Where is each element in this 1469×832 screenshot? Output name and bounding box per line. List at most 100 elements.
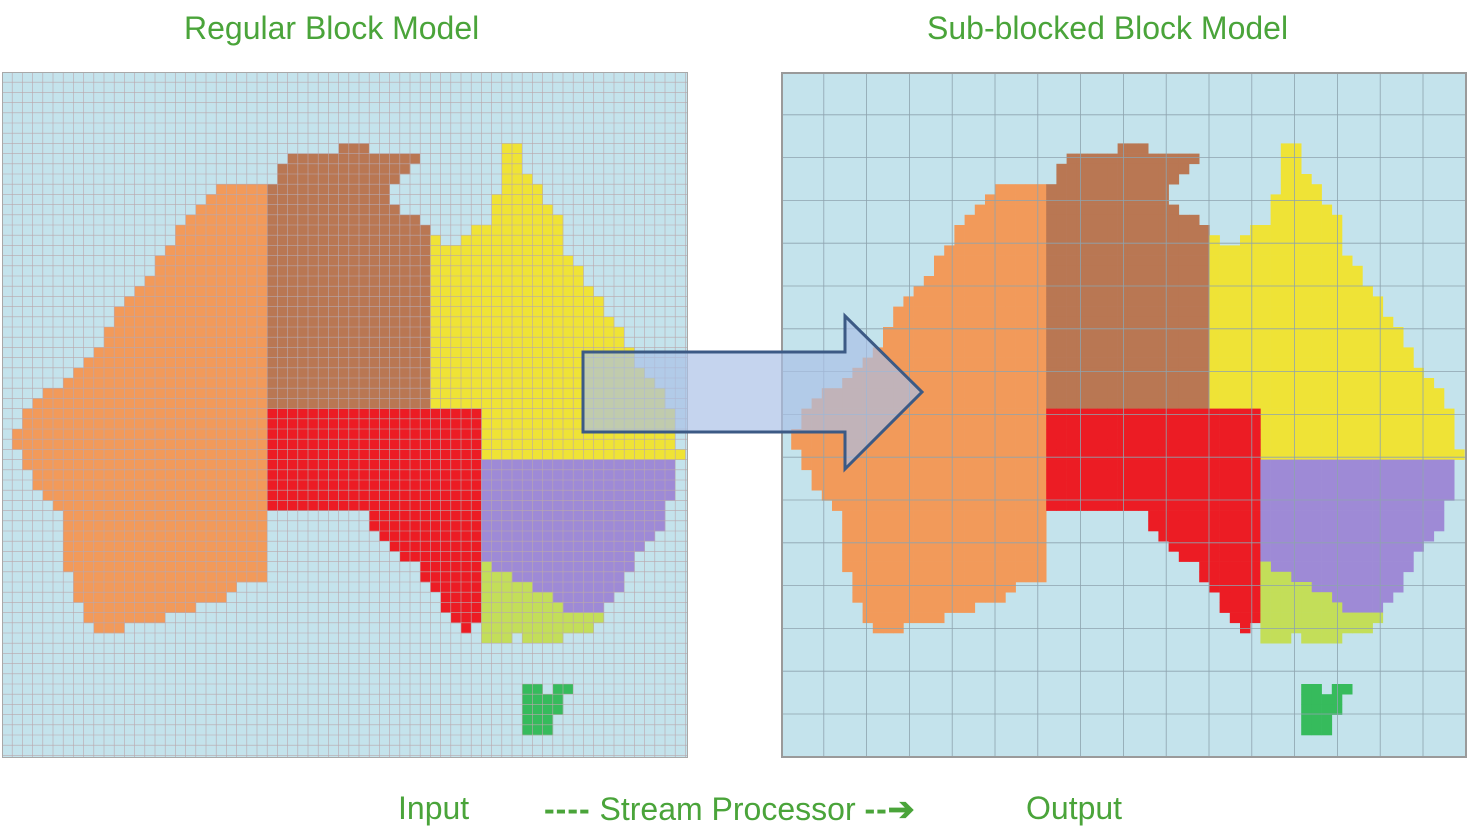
block-cell <box>359 276 370 287</box>
block-cell <box>1158 306 1169 318</box>
block-cell <box>542 347 554 358</box>
block-cell <box>267 255 278 267</box>
block-cell <box>104 378 115 389</box>
block-cell <box>1413 480 1424 491</box>
block-cell <box>124 612 135 624</box>
block-cell <box>1076 265 1088 277</box>
block-cell <box>338 306 350 318</box>
block-cell <box>1025 490 1037 501</box>
block-cell <box>1036 429 1047 440</box>
block-cell <box>964 582 976 593</box>
block-cell <box>246 561 258 573</box>
block-cell <box>430 439 441 450</box>
block-cell <box>1178 520 1190 532</box>
block-cell <box>1433 520 1445 532</box>
block-cell <box>512 510 523 522</box>
block-cell <box>1168 245 1180 256</box>
block-cell <box>995 316 1006 328</box>
block-cell <box>236 204 248 216</box>
block-cell <box>399 429 411 440</box>
block-cell <box>308 265 319 277</box>
block-cell <box>206 459 217 471</box>
block-cell <box>1005 582 1016 593</box>
block-cell <box>1025 388 1037 399</box>
block-cell <box>964 592 976 603</box>
block-cell <box>552 388 564 399</box>
block-cell <box>1362 459 1373 471</box>
block-cell <box>1311 684 1322 695</box>
block-cell <box>1260 316 1271 328</box>
block-cell <box>654 408 666 420</box>
block-cell <box>1178 286 1190 297</box>
block-cell <box>995 347 1006 358</box>
block-cell <box>1005 367 1016 379</box>
block-cell <box>471 500 482 511</box>
block-cell <box>410 480 421 491</box>
block-cell <box>1240 378 1251 389</box>
block-cell <box>471 235 482 246</box>
block-cell <box>471 347 482 358</box>
block-cell <box>430 388 441 399</box>
stream-processor-text: Stream Processor <box>599 791 856 827</box>
block-cell <box>1046 276 1057 287</box>
block-cell <box>1352 592 1363 603</box>
block-cell <box>1056 490 1067 501</box>
block-cell <box>185 602 197 613</box>
block-cell <box>1148 235 1159 246</box>
block-cell <box>1413 500 1424 511</box>
block-cell <box>1025 357 1037 369</box>
block-cell <box>934 306 945 318</box>
block-cell <box>338 276 350 287</box>
block-cell <box>338 255 350 267</box>
block-cell <box>1291 561 1302 573</box>
block-cell <box>104 561 115 573</box>
block-cell <box>104 520 115 532</box>
block-cell <box>165 480 176 491</box>
block-cell <box>1311 235 1322 246</box>
block-cell <box>328 398 339 409</box>
block-cell <box>1250 531 1261 542</box>
block-cell <box>644 408 656 420</box>
block-cell <box>1199 398 1210 409</box>
block-cell <box>872 378 884 389</box>
block-cell <box>1321 286 1333 297</box>
block-cell <box>1087 174 1098 185</box>
block-cell <box>801 439 812 450</box>
block-cell <box>974 490 986 501</box>
block-cell <box>1097 174 1108 185</box>
block-cell <box>1219 367 1231 379</box>
block-cell <box>389 255 401 267</box>
block-cell <box>1097 418 1108 430</box>
block-cell <box>1393 561 1404 573</box>
block-cell <box>985 378 996 389</box>
block-cell <box>1393 551 1404 562</box>
block-cell <box>923 571 935 583</box>
block-cell <box>1189 357 1200 369</box>
block-cell <box>995 429 1006 440</box>
block-cell <box>277 449 288 460</box>
block-cell <box>923 337 935 348</box>
block-cell <box>964 571 976 583</box>
block-cell <box>522 592 533 603</box>
block-cell <box>216 510 227 522</box>
block-cell <box>1270 490 1282 501</box>
block-cell <box>1291 235 1302 246</box>
block-cell <box>1260 480 1271 491</box>
block-cell <box>944 439 955 450</box>
block-cell <box>1362 531 1373 542</box>
block-cell <box>1301 378 1312 389</box>
block-cell <box>862 357 874 369</box>
block-cell <box>985 469 996 481</box>
block-cell <box>542 286 554 297</box>
block-cell <box>893 480 904 491</box>
block-cell <box>399 439 411 450</box>
block-cell <box>83 490 95 501</box>
block-cell <box>1087 418 1098 430</box>
block-cell <box>83 429 95 440</box>
regular-block-model-panel <box>2 72 688 758</box>
block-cell <box>593 541 605 552</box>
block-cell <box>195 480 207 491</box>
block-cell <box>1342 388 1353 399</box>
block-cell <box>1107 214 1118 226</box>
block-cell <box>532 480 543 491</box>
